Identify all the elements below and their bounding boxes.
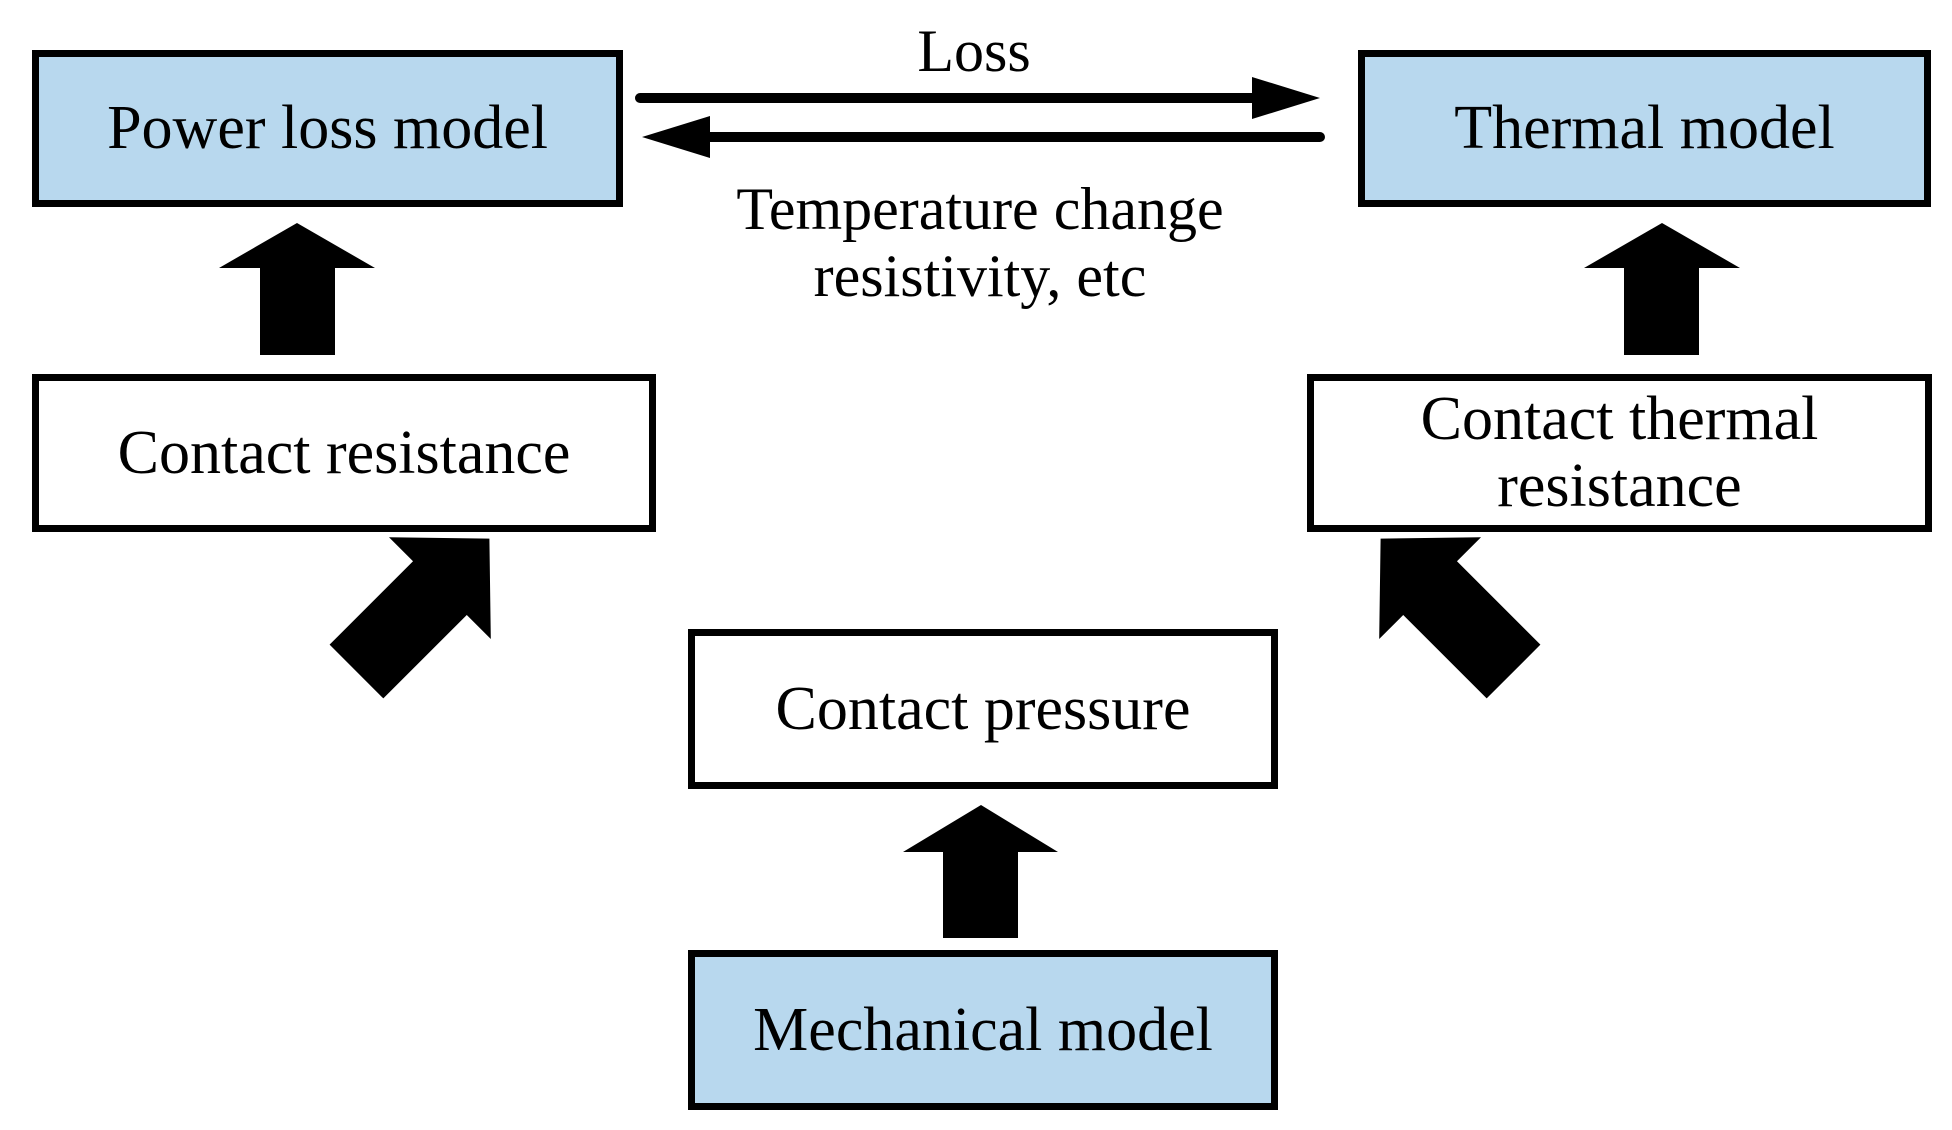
contact-resistance-label: Contact resistance: [117, 418, 571, 487]
contact-resistance-box: Contact resistance: [32, 374, 656, 532]
thermal-model-label: Thermal model: [1454, 94, 1835, 163]
block-arrow-mechanical-to-contact-pressure: [903, 805, 1058, 938]
contact-thermal-resistance-box: Contact thermal resistance: [1307, 374, 1932, 532]
thermal-model-box: Thermal model: [1358, 50, 1931, 207]
power-loss-model-box: Power loss model: [32, 50, 623, 207]
block-arrow-contact-resistance-to-power-loss: [219, 223, 375, 355]
block-arrow-pressure-to-contact-resistance: [329, 537, 491, 699]
contact-pressure-box: Contact pressure: [688, 629, 1278, 789]
contact-thermal-resistance-line-2: resistance: [1497, 452, 1742, 520]
loss-arrow: [635, 77, 1320, 119]
power-loss-model-label: Power loss model: [107, 94, 548, 163]
contact-thermal-resistance-label: Contact thermal resistance: [1421, 386, 1819, 520]
loss-edge-label: Loss: [874, 18, 1074, 85]
loss-edge-text: Loss: [917, 18, 1031, 84]
feedback-edge-label: Temperature change resistivity, etc: [680, 176, 1280, 310]
mechanical-model-label: Mechanical model: [753, 995, 1213, 1064]
feedback-arrow: [642, 116, 1325, 158]
feedback-edge-line-1: Temperature change: [736, 176, 1224, 242]
contact-pressure-label: Contact pressure: [775, 674, 1191, 743]
feedback-edge-line-2: resistivity, etc: [813, 243, 1147, 310]
contact-thermal-resistance-line-1: Contact thermal: [1420, 385, 1819, 454]
mechanical-model-box: Mechanical model: [688, 950, 1278, 1110]
block-arrow-contact-thermal-to-thermal-model: [1584, 223, 1740, 355]
block-arrow-pressure-to-contact-thermal: [1379, 537, 1541, 699]
